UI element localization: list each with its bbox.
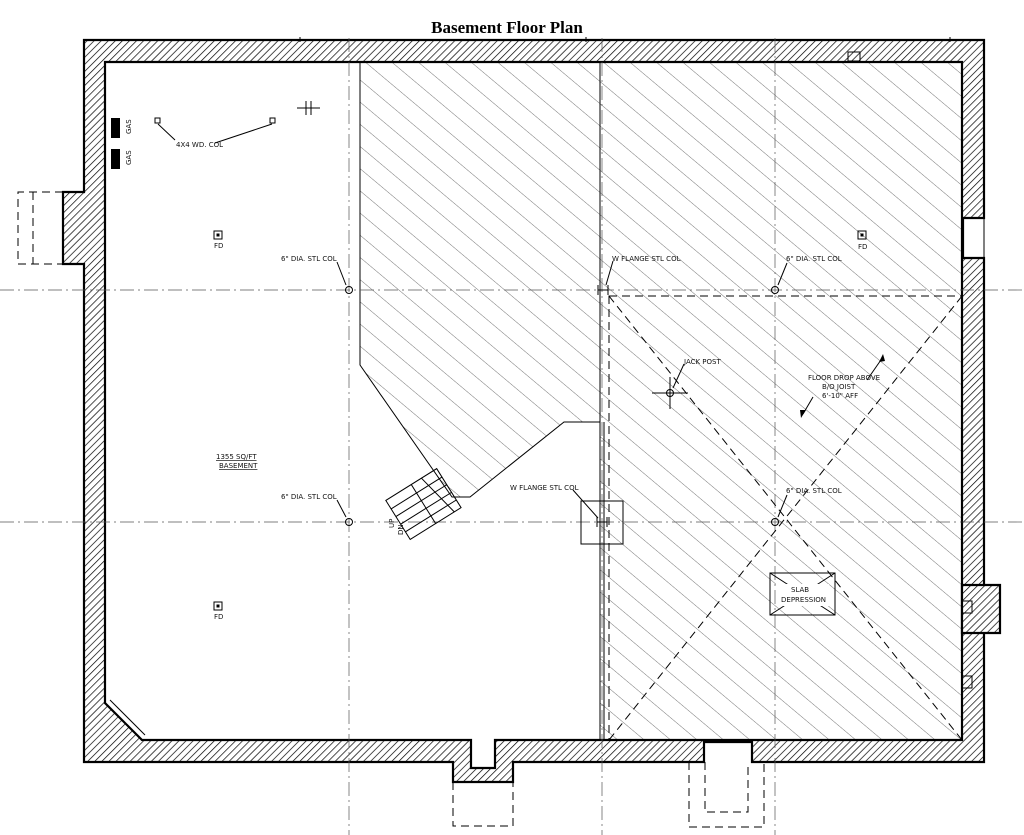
slab-depression: SLAB DEPRESSION bbox=[769, 572, 836, 616]
basement-area-label: 1355 SQ/FT BASEMENT bbox=[216, 453, 258, 470]
w-flange-column-callout: W FLANGE STL COL bbox=[597, 255, 681, 295]
page-title: Basement Floor Plan bbox=[431, 18, 583, 37]
svg-text:FD: FD bbox=[214, 242, 223, 250]
w-flange-column-callout: W FLANGE STL COL bbox=[510, 484, 624, 545]
jack-post-callout: JACK POST bbox=[652, 358, 721, 409]
svg-text:4X4 WD. COL: 4X4 WD. COL bbox=[176, 141, 223, 149]
dashed-projections bbox=[17, 191, 985, 828]
floor-drop-outline bbox=[608, 295, 963, 741]
svg-text:DN: DN bbox=[397, 524, 405, 535]
svg-text:BASEMENT: BASEMENT bbox=[219, 462, 258, 470]
floor-drain-icon: FD bbox=[857, 230, 867, 251]
svg-text:6" DIA. STL COL: 6" DIA. STL COL bbox=[281, 255, 337, 263]
svg-text:FD: FD bbox=[858, 243, 867, 251]
column-marker-icon bbox=[297, 101, 320, 115]
steel-column-callout: 6" DIA. STL COL bbox=[281, 493, 353, 526]
svg-text:W FLANGE STL COL: W FLANGE STL COL bbox=[510, 484, 579, 492]
svg-text:W FLANGE STL COL: W FLANGE STL COL bbox=[612, 255, 681, 263]
svg-text:6'-10" AFF: 6'-10" AFF bbox=[822, 392, 858, 400]
floor-drain-icon: FD bbox=[213, 601, 223, 621]
floor-drain-icon: FD bbox=[213, 230, 223, 250]
svg-text:6" DIA. STL COL: 6" DIA. STL COL bbox=[786, 487, 842, 495]
svg-text:DEPRESSION: DEPRESSION bbox=[781, 596, 826, 604]
svg-text:6" DIA. STL COL: 6" DIA. STL COL bbox=[786, 255, 842, 263]
svg-text:6" DIA. STL COL: 6" DIA. STL COL bbox=[281, 493, 337, 501]
svg-text:B/O JOIST: B/O JOIST bbox=[822, 383, 856, 391]
svg-text:JACK POST: JACK POST bbox=[683, 358, 721, 366]
svg-text:FD: FD bbox=[214, 613, 223, 621]
steel-column-callout: 6" DIA. STL COL bbox=[771, 255, 842, 294]
grid-lines bbox=[0, 38, 1024, 835]
floor-drop-note: FLOOR DROP ABOVE B/O JOIST 6'-10" AFF bbox=[800, 354, 885, 418]
svg-text:FLOOR DROP ABOVE: FLOOR DROP ABOVE bbox=[808, 374, 880, 382]
svg-text:1355 SQ/FT: 1355 SQ/FT bbox=[216, 453, 257, 461]
svg-text:UP: UP bbox=[388, 519, 396, 528]
steel-column-callout: 6" DIA. STL COL bbox=[281, 255, 353, 294]
svg-text:SLAB: SLAB bbox=[791, 586, 809, 594]
wood-column-callout: 4X4 WD. COL bbox=[154, 117, 276, 149]
gas-meter-icon: GAS bbox=[111, 118, 133, 138]
gas-meter-icon: GAS bbox=[111, 149, 133, 169]
svg-text:GAS: GAS bbox=[125, 119, 133, 134]
hatched-areas bbox=[359, 42, 962, 740]
svg-text:GAS: GAS bbox=[125, 150, 133, 165]
stair: UP DN bbox=[385, 467, 462, 541]
steel-column-callout: 6" DIA. STL COL bbox=[771, 487, 842, 526]
